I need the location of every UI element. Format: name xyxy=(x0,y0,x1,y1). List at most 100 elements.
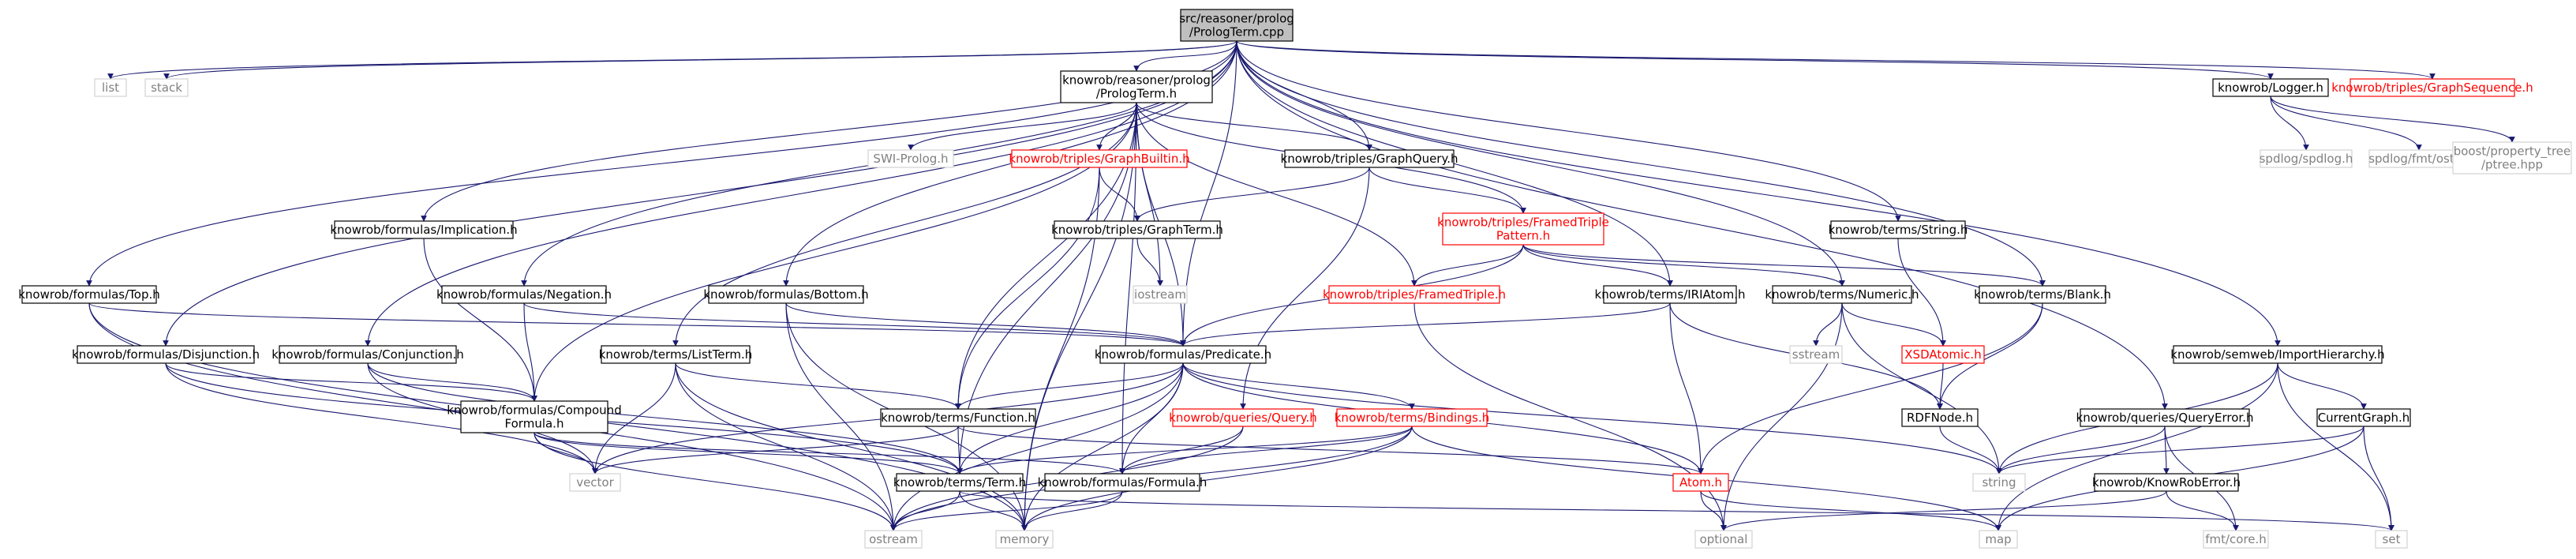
edge-root-to-logger xyxy=(1236,40,2274,80)
node-fmtcore: fmt/core.h xyxy=(2203,530,2269,549)
node-label: SWI-Prolog.h xyxy=(873,152,948,166)
edge-conjunction-to-compound xyxy=(367,362,537,402)
node-currentgraph[interactable]: CurrentGraph.h xyxy=(2316,408,2411,427)
node-label: set xyxy=(2383,532,2401,546)
node-rdfnode[interactable]: RDFNode.h xyxy=(1901,408,1979,427)
node-listterm[interactable]: knowrob/terms/ListTerm.h xyxy=(599,345,753,364)
edge-predicate-to-memory xyxy=(1021,362,1184,531)
node-box xyxy=(569,473,621,492)
node-label: knowrob/formulas/Top.h xyxy=(18,287,160,302)
node-queryerror[interactable]: knowrob/queries/QueryError.h xyxy=(2076,408,2254,427)
node-label: knowrob/formulas/Negation.h xyxy=(436,287,612,302)
edge-framedpattern-to-numeric xyxy=(1522,244,1845,287)
node-bindings[interactable]: knowrob/terms/Bindings.h xyxy=(1335,408,1490,427)
node-box xyxy=(1603,285,1737,304)
node-root[interactable]: src/reasoner/prolog/PrologTerm.cpp xyxy=(1179,9,1294,42)
node-implication[interactable]: knowrob/formulas/Implication.h xyxy=(330,220,518,239)
edge-compound-to-term xyxy=(534,432,963,475)
node-label: fmt/core.h xyxy=(2205,532,2267,546)
node-xsdatomic[interactable]: XSDAtomic.h xyxy=(1901,345,1985,364)
node-formula[interactable]: knowrob/formulas/Formula.h xyxy=(1038,473,1208,492)
node-box xyxy=(1336,408,1488,427)
node-label: knowrob/formulas/Formula.h xyxy=(1038,475,1208,490)
node-query[interactable]: knowrob/queries/Query.h xyxy=(1169,408,1317,427)
node-label: knowrob/queries/Query.h xyxy=(1169,411,1317,425)
node-box xyxy=(896,473,1024,492)
node-swiprolog: SWI-Prolog.h xyxy=(867,149,954,168)
edge-atom-to-optional xyxy=(1700,490,1727,531)
node-box xyxy=(708,285,864,304)
node-label: iostream xyxy=(1134,287,1186,302)
edge-function-to-atom xyxy=(957,426,1704,475)
node-box xyxy=(1180,9,1294,42)
edge-framedpattern-to-framedtriple xyxy=(1411,244,1524,287)
edge-blank-to-atom xyxy=(1698,302,2043,475)
node-box xyxy=(1901,408,1979,427)
node-optional: optional xyxy=(1694,530,1753,549)
node-box xyxy=(995,530,1054,549)
edge-root-to-plterm_h xyxy=(1133,40,1237,72)
node-box xyxy=(2212,78,2329,97)
edge-string_h-to-xsdatomic xyxy=(1897,238,1946,347)
node-label: spdlog/fmt/ostr.h xyxy=(2368,152,2469,166)
node-negation[interactable]: knowrob/formulas/Negation.h xyxy=(436,285,612,304)
node-box xyxy=(2203,530,2269,549)
node-label: knowrob/formulas/Conjunction.h xyxy=(271,347,464,362)
node-numeric[interactable]: knowrob/terms/Numeric.h xyxy=(1765,285,1919,304)
node-label: knowrob/triples/FramedTriple xyxy=(1437,216,1609,230)
node-knowroberror[interactable]: knowrob/KnowRobError.h xyxy=(2092,473,2241,492)
node-framedtriple[interactable]: knowrob/triples/FramedTriple.h xyxy=(1323,285,1506,304)
node-conjunction[interactable]: knowrob/formulas/Conjunction.h xyxy=(271,345,464,364)
node-label: Formula.h xyxy=(505,417,564,431)
node-box xyxy=(460,400,608,433)
node-box xyxy=(2349,78,2515,97)
node-iriatom[interactable]: knowrob/terms/IRIAtom.h xyxy=(1595,285,1746,304)
node-disjunction[interactable]: knowrob/formulas/Disjunction.h xyxy=(72,345,260,364)
node-label: list xyxy=(102,81,119,95)
node-label: map xyxy=(1985,532,2011,546)
edge-compound-to-vector xyxy=(534,432,598,475)
node-atom[interactable]: Atom.h xyxy=(1672,473,1729,492)
node-blank[interactable]: knowrob/terms/Blank.h xyxy=(1974,285,2111,304)
node-spdlog: spdlog/spdlog.h xyxy=(2260,149,2353,168)
node-function[interactable]: knowrob/terms/Function.h xyxy=(880,408,1036,427)
node-box xyxy=(864,530,923,549)
node-graphquery[interactable]: knowrob/triples/GraphQuery.h xyxy=(1281,149,1458,168)
node-label: knowrob/formulas/Implication.h xyxy=(330,223,517,237)
edge-top-to-predicate xyxy=(88,302,1186,347)
edge-rdfnode-to-string xyxy=(1939,426,2002,475)
node-graphbuiltin[interactable]: knowrob/triples/GraphBuiltin.h xyxy=(1009,149,1190,168)
node-graphterm[interactable]: knowrob/triples/GraphTerm.h xyxy=(1051,220,1223,239)
node-predicate[interactable]: knowrob/formulas/Predicate.h xyxy=(1095,345,1271,364)
node-string_h[interactable]: knowrob/terms/String.h xyxy=(1829,220,1968,239)
node-graphseq[interactable]: knowrob/triples/GraphSequence.h xyxy=(2331,78,2533,97)
node-term[interactable]: knowrob/terms/Term.h xyxy=(893,473,1026,492)
edge-graphbuiltin-to-graphterm xyxy=(1099,167,1140,222)
edge-root-to-graphseq xyxy=(1236,40,2436,80)
edge-importhier-to-currentgraph xyxy=(2277,362,2367,410)
node-box xyxy=(2173,345,2383,364)
edge-numeric-to-string xyxy=(1841,302,2002,475)
node-logger[interactable]: knowrob/Logger.h xyxy=(2212,78,2329,97)
edge-framedpattern-to-iriatom xyxy=(1522,244,1673,287)
node-label: knowrob/triples/GraphTerm.h xyxy=(1051,223,1223,237)
node-bottom[interactable]: knowrob/formulas/Bottom.h xyxy=(703,285,869,304)
edge-logger-to-ptree xyxy=(2270,96,2515,143)
node-importhier[interactable]: knowrob/semweb/ImportHierarchy.h xyxy=(2170,345,2385,364)
node-label: RDFNode.h xyxy=(1907,411,1973,425)
node-plterm_h[interactable]: knowrob/reasoner/prolog/PrologTerm.h xyxy=(1060,70,1213,103)
node-box xyxy=(1044,473,1200,492)
edge-plterm_h-to-formula xyxy=(1119,102,1137,475)
edge-root-to-implication xyxy=(421,40,1237,222)
node-box xyxy=(144,78,189,97)
node-box xyxy=(2452,141,2572,174)
edge-predicate-to-ostream xyxy=(890,362,1184,531)
edge-bindings-to-memory xyxy=(1021,426,1413,531)
node-label: string xyxy=(1982,475,2016,490)
edge-term-to-ostream xyxy=(890,490,960,531)
node-label: knowrob/terms/String.h xyxy=(1829,223,1968,237)
edge-root-to-string_h xyxy=(1236,40,1901,222)
node-top[interactable]: knowrob/formulas/Top.h xyxy=(18,285,160,304)
